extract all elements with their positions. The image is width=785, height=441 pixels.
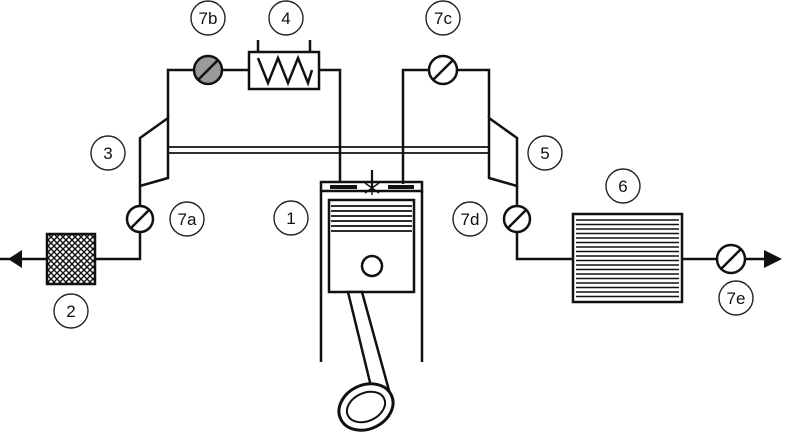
svg-text:7b: 7b: [199, 9, 218, 28]
intake-arrow: [0, 250, 22, 268]
svg-text:7e: 7e: [727, 289, 746, 308]
sensor-7c: [427, 54, 459, 86]
svg-text:7c: 7c: [434, 9, 452, 28]
svg-text:6: 6: [618, 177, 627, 196]
sensor-7d-to-aftertreatment-pipe: [515, 232, 573, 261]
svg-text:3: 3: [103, 144, 112, 163]
exhaust-arrow: [745, 250, 782, 268]
turbo-shaft: [168, 146, 489, 154]
label-4: 4: [268, 0, 304, 36]
sensor-7e: [715, 243, 747, 275]
label-7a: 7a: [169, 201, 205, 237]
filter-to-compressor-pipe: [95, 232, 142, 261]
label-7d: 7d: [452, 201, 488, 237]
label-5: 5: [527, 135, 563, 171]
label-2: 2: [53, 293, 89, 329]
intercooler: [247, 40, 321, 91]
compressor-outlet-pipe: [166, 68, 193, 118]
sensor-7a: [125, 204, 155, 234]
label-6: 6: [605, 168, 641, 204]
sensor-7d: [502, 204, 532, 234]
label-7b: 7b: [190, 0, 226, 36]
sensor-7b: [192, 54, 224, 86]
turbine: [487, 115, 519, 188]
engine: [319, 170, 424, 432]
label-7c: 7c: [425, 0, 461, 36]
svg-text:2: 2: [66, 302, 75, 321]
svg-text:7d: 7d: [461, 210, 480, 229]
label-7e: 7e: [718, 280, 754, 316]
air-filter: [45, 232, 97, 286]
svg-text:7a: 7a: [178, 210, 197, 229]
sensor-7c-to-turbine-pipe: [457, 68, 491, 118]
label-3: 3: [90, 135, 126, 171]
svg-text:4: 4: [281, 9, 290, 28]
exhaust-manifold-pipe: [401, 68, 428, 184]
compressor: [138, 115, 170, 188]
svg-text:5: 5: [540, 144, 549, 163]
intake-manifold-pipe: [319, 68, 342, 184]
svg-text:1: 1: [286, 209, 295, 228]
label-1: 1: [273, 200, 309, 236]
aftertreatment-unit: [571, 212, 684, 304]
